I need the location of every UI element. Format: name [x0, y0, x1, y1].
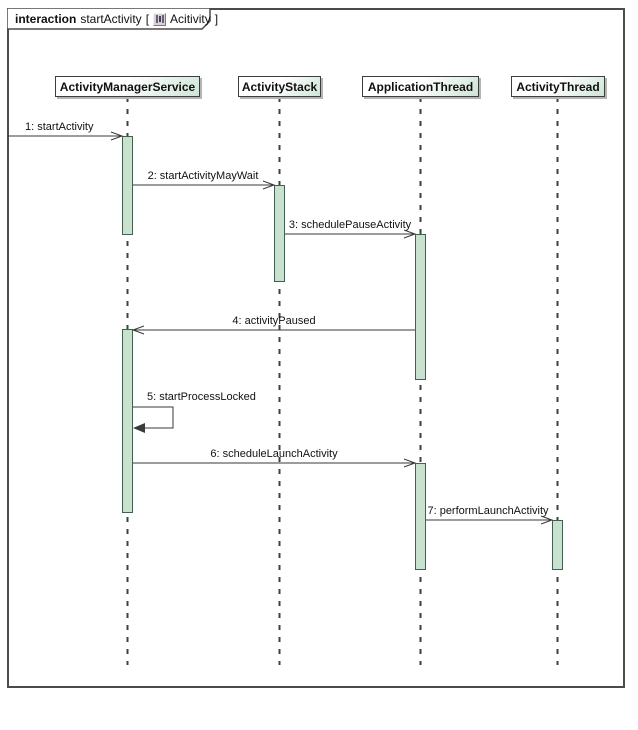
frame-name: startActivity	[80, 12, 142, 26]
interaction-frame	[7, 8, 625, 688]
activation-bar-ams-2	[122, 329, 133, 513]
lifeline-header-application-thread: ApplicationThread	[362, 76, 479, 97]
sequence-diagram-icon	[153, 12, 167, 26]
frame-bracket-open: [	[145, 12, 150, 26]
frame-bracket-close: ]	[214, 12, 219, 26]
frame-label: interaction startActivity [ Acitivity ]	[7, 8, 218, 30]
lifeline-header-label: ApplicationThread	[367, 79, 474, 94]
frame-title: interaction startActivity [ Acitivity ]	[15, 11, 218, 27]
lifeline-header-label: ActivityStack	[241, 79, 318, 94]
lifeline-header-activity-thread: ActivityThread	[511, 76, 605, 97]
lifeline-header-label: ActivityThread	[516, 79, 600, 94]
lifeline-header-activity-manager-service: ActivityManagerService	[55, 76, 200, 97]
lifeline-header-activity-stack: ActivityStack	[238, 76, 321, 97]
message-label-7: 7: performLaunchActivity	[427, 505, 549, 517]
activation-bar-ams-1	[122, 136, 133, 235]
message-label-6: 6: scheduleLaunchActivity	[210, 448, 338, 460]
message-label-3: 3: schedulePauseActivity	[288, 219, 412, 231]
activation-bar-application-thread-2	[415, 463, 426, 570]
activation-bar-application-thread-1	[415, 234, 426, 380]
frame-keyword: interaction	[15, 12, 77, 26]
message-label-4: 4: activityPaused	[232, 315, 316, 327]
message-label-1: 1: startActivity	[25, 121, 94, 133]
activation-bar-activity-stack	[274, 185, 285, 282]
frame-ref: Acitivity	[170, 12, 211, 26]
message-label-2: 2: startActivityMayWait	[147, 170, 259, 182]
activation-bar-activity-thread	[552, 520, 563, 570]
message-label-5: 5: startProcessLocked	[147, 391, 256, 403]
lifeline-header-label: ActivityManagerService	[59, 79, 196, 94]
